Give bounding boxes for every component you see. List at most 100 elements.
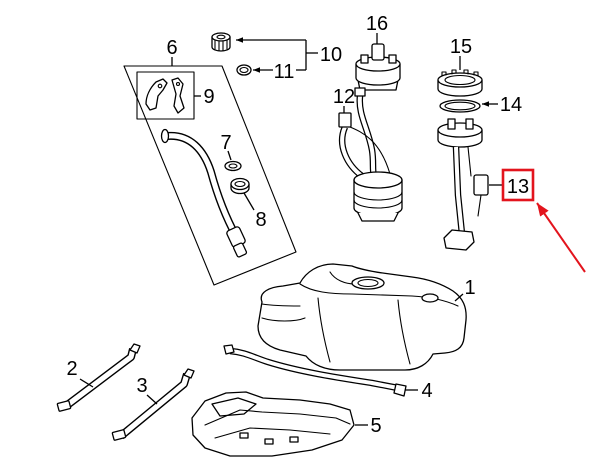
part-13-fitting-right — [465, 118, 474, 130]
part-15-lock-ring: 15 — [437, 36, 483, 97]
part-1-pump-mount-inner — [357, 278, 379, 288]
part-3-strap: 3 — [111, 368, 195, 441]
part-14-seal-inner — [444, 101, 476, 111]
highlight-arrow — [536, 202, 586, 273]
callout-2: 2 — [66, 358, 77, 380]
part-9-clip-right — [171, 77, 185, 114]
leader-line-3 — [146, 394, 158, 405]
leader-line-7 — [227, 150, 232, 161]
part-11-ring-outer — [236, 64, 252, 76]
part-5-shield-contour-1 — [204, 409, 351, 426]
part-11-ring-inner — [239, 66, 249, 74]
highlight-box-13 — [501, 168, 535, 202]
part-2-strap-hook — [129, 343, 141, 354]
part-8-ring: 8 — [230, 177, 267, 231]
leader-line-2 — [79, 378, 94, 388]
part-13-flange-top — [437, 122, 483, 138]
callout-12: 12 — [333, 86, 355, 108]
part-13-fitting-left — [447, 118, 456, 130]
part-13-sender-unit: 13 — [437, 118, 535, 251]
callout-1: 1 — [464, 277, 475, 299]
part-5-shield-contour-2 — [214, 427, 331, 439]
part-12-pump-rib-1 — [353, 191, 403, 201]
part-16-module-top: 16 — [355, 13, 401, 91]
part-5-shield-hole-3 — [289, 436, 299, 443]
callout-4: 4 — [421, 380, 432, 402]
part-12-tube-fitting — [354, 87, 366, 97]
part-8-ring-outer — [230, 177, 250, 191]
part-7-ring-inner — [228, 163, 238, 169]
part-1-fuel-tank: 1 — [257, 263, 476, 371]
part-4-strap-hook — [223, 344, 235, 355]
part-9-clip-left — [145, 78, 168, 111]
part-3-strap-hook — [183, 368, 195, 379]
filler-hose — [160, 128, 248, 258]
part-12-connector — [338, 112, 352, 128]
part-12-tube — [357, 95, 376, 177]
part-9-clip-right-hole — [175, 81, 181, 87]
callout-16: 16 — [366, 13, 388, 35]
part-7-ring: 7 — [220, 132, 242, 172]
callout-3: 3 — [136, 375, 147, 397]
part-15-ring-inner — [444, 74, 476, 86]
part-10-cap-knob — [216, 34, 226, 40]
part-2-strap-end-tab — [56, 400, 72, 412]
part-6-group-box — [123, 65, 297, 286]
part-10-cap-top — [211, 32, 231, 42]
part-11-ring: 11 — [236, 61, 295, 83]
leader-line-8 — [243, 192, 255, 211]
part-5-shield-hole-1 — [239, 432, 249, 439]
filler-hose-bottom-end — [232, 242, 248, 258]
part-13-side-tube — [467, 146, 472, 177]
part-16-fitting-right — [388, 54, 397, 64]
part-12-pump-rib-2 — [353, 199, 403, 209]
part-12-wire — [349, 126, 391, 175]
callout-13: 13 — [507, 176, 529, 198]
part-9-clips: 9 — [136, 71, 215, 120]
part-6-assembly: 6 9 7 — [123, 37, 297, 286]
part-13-bottom-bracket — [443, 229, 475, 251]
part-5-shield-hole-2 — [264, 438, 274, 445]
part-1-tank-outline — [257, 263, 467, 371]
part-1-tank-rib-1 — [317, 297, 331, 363]
leader-line-1 — [454, 293, 464, 302]
part-16-fitting-center — [371, 43, 385, 61]
callout-11: 11 — [274, 61, 295, 83]
part-13-post — [454, 146, 464, 235]
part-12-harness — [340, 126, 364, 178]
part-9-group-box — [136, 71, 195, 120]
part-10-cap-ridges — [214, 39, 228, 52]
filler-hose-body — [166, 133, 239, 238]
part-1-pump-mount — [351, 276, 385, 290]
part-3-strap-end-tab — [111, 429, 127, 441]
part-4-strap-end-tab — [393, 383, 407, 397]
callout-7: 7 — [220, 132, 231, 154]
callout-14: 14 — [500, 94, 522, 116]
part-14-seal: 14 — [439, 94, 522, 116]
part-12-filter — [357, 212, 399, 222]
part-1-tank-rib-3 — [261, 317, 306, 322]
part-12-pump-assembly: 12 — [333, 86, 403, 222]
part-13-float-arm — [477, 194, 482, 217]
filler-hose-top-end — [160, 128, 170, 144]
part-4-strap: 4 — [223, 344, 433, 402]
part-16-fitting-left — [360, 54, 369, 64]
part-1-filler-neck — [421, 293, 439, 303]
part-8-ring-inner — [234, 180, 246, 188]
part-12-pump-top — [353, 171, 403, 189]
part-1-tank-rib-2 — [397, 299, 411, 365]
part-5-shield: 5 — [191, 391, 382, 457]
callout-9: 9 — [203, 86, 214, 108]
part-4-strap-body — [229, 349, 399, 390]
part-2-strap: 2 — [56, 343, 141, 412]
part-5-shield-raised-area — [211, 397, 257, 417]
callout-8: 8 — [255, 209, 266, 231]
part-10-cap: 10 — [211, 32, 342, 71]
part-15-ring-tabs — [441, 69, 479, 77]
part-3-strap-body — [119, 373, 190, 439]
part-1-tank-left-contour — [261, 303, 301, 307]
part-9-clip-left-hole — [157, 83, 163, 89]
callout-6: 6 — [166, 37, 177, 59]
callout-10: 10 — [320, 44, 342, 66]
